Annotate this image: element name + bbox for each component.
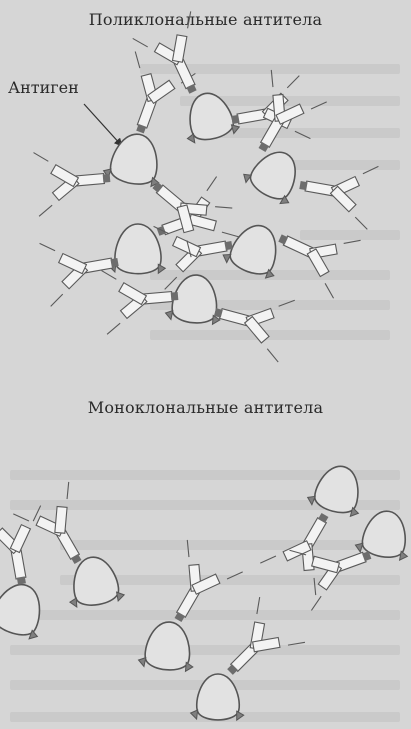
antigen: [191, 674, 244, 720]
antigen: [109, 224, 165, 274]
antigen: [306, 460, 369, 518]
antigen: [0, 576, 53, 642]
antibody: [207, 281, 295, 362]
monoclonal-antibodies: [0, 460, 411, 720]
antibody: [40, 230, 124, 306]
antibody: [33, 146, 112, 216]
antibody: [294, 153, 378, 229]
antibody: [150, 540, 242, 636]
antigen: [102, 129, 166, 188]
antigen-arrow: [84, 104, 122, 146]
antigen: [240, 141, 309, 208]
antibody: [260, 499, 352, 595]
antibody: [266, 209, 360, 298]
antigen: [177, 87, 240, 145]
antigen: [138, 620, 197, 672]
antibody: [101, 264, 180, 334]
polyclonal-antibodies: [33, 11, 378, 362]
antigen: [63, 553, 125, 610]
